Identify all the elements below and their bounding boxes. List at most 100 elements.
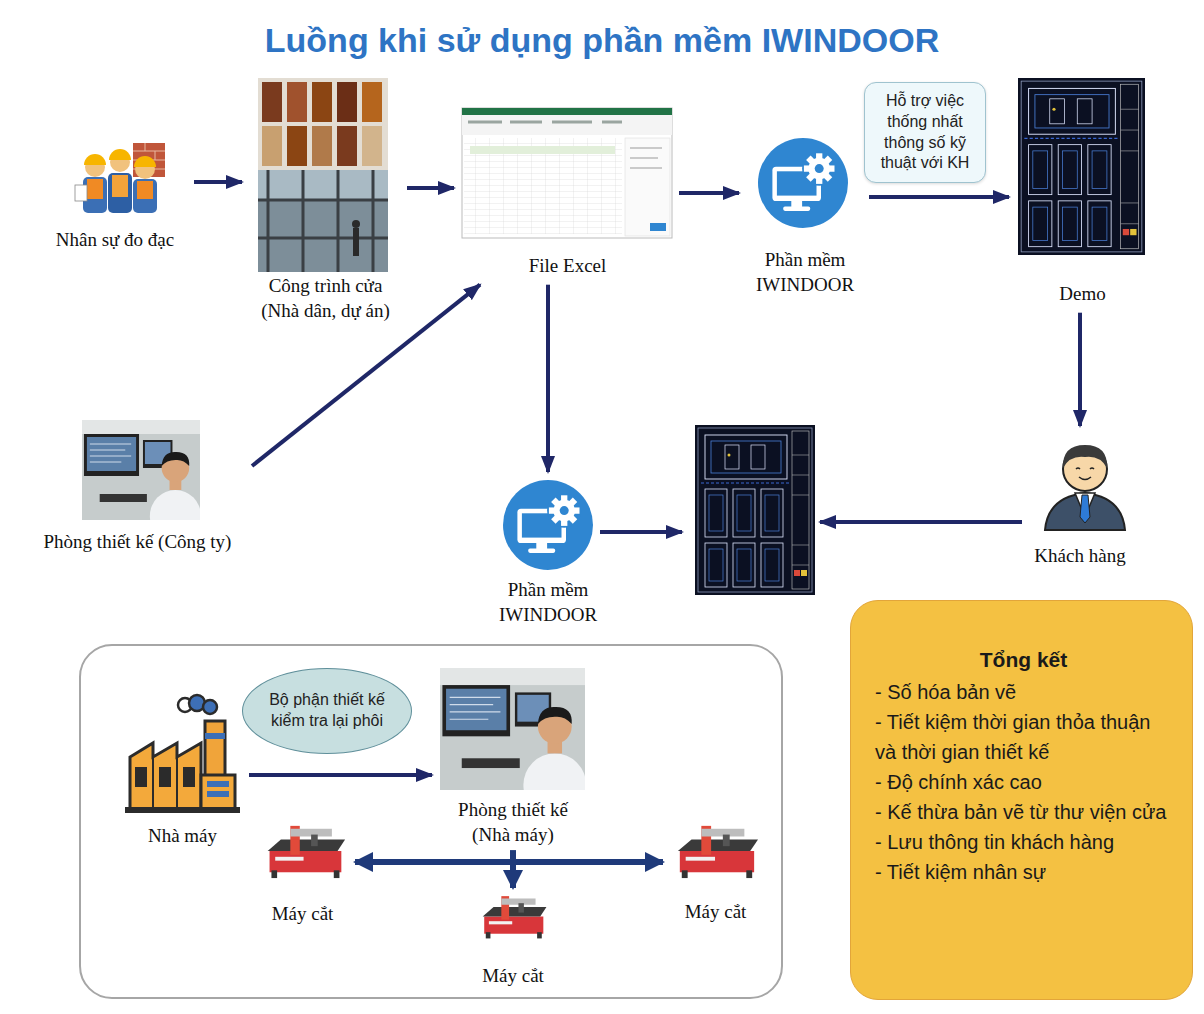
- workers-illustration: [133, 179, 157, 213]
- doors-photo: [258, 170, 388, 272]
- doors-photo: [262, 126, 282, 166]
- flow-connector: [407, 186, 454, 190]
- excel-screenshot: [650, 223, 666, 231]
- factory-icon: [207, 781, 229, 787]
- flow-arrow: [600, 530, 682, 534]
- flow-connector: [869, 195, 1009, 199]
- customer-icon: [1076, 468, 1094, 480]
- excel-screenshot: [462, 108, 672, 238]
- excel-screenshot: [462, 115, 672, 135]
- flow-connector: [249, 773, 432, 777]
- excel-screenshot: [630, 148, 662, 168]
- factory-icon: [159, 767, 171, 787]
- node-caption: Phần mềm IWINDOOR: [488, 578, 608, 627]
- doors-photo: [312, 82, 332, 122]
- customer-node: Khách hàng: [1025, 432, 1135, 569]
- node-caption: Máy cắt: [668, 900, 763, 925]
- factory-icon: [205, 733, 225, 739]
- flow-connector: [1078, 313, 1082, 426]
- cutting-machine-icon: [268, 826, 345, 878]
- flow-connector: [679, 191, 739, 195]
- excel-screenshot: [625, 138, 670, 236]
- factory-icon: [130, 743, 201, 809]
- excel-screenshot: [470, 146, 615, 154]
- doors-photo: [337, 82, 357, 122]
- doors-photo: [258, 78, 388, 170]
- doors-photo: [337, 126, 357, 166]
- workers-illustration: [109, 149, 131, 160]
- edge-label-text: Bộ phận thiết kế kiểm tra lại phôi: [263, 690, 391, 732]
- workers-illustration: [108, 173, 132, 213]
- factory-icon: [125, 695, 240, 813]
- workers-illustration: [133, 143, 165, 169]
- design-office-node: Phòng thiết kế (Công ty): [25, 418, 250, 555]
- demo-node: Demo: [1015, 76, 1150, 307]
- cutting-machine-node: Máy cắt: [468, 893, 558, 989]
- customer-icon: [1063, 445, 1107, 468]
- workers-illustration: [75, 143, 165, 213]
- diagram-title: Luồng khi sử dụng phần mềm IWINDOOR: [0, 20, 1204, 61]
- doors-photo: [258, 78, 388, 272]
- software-icon: [758, 138, 848, 228]
- doors-photo: [353, 228, 359, 256]
- node-caption: File Excel: [460, 254, 675, 279]
- cutting-machine-icon: [483, 896, 547, 938]
- factory-icon: [153, 757, 177, 809]
- doors-photo: [262, 82, 282, 122]
- node-caption: Nhân sự đo đạc: [40, 228, 190, 253]
- workers-illustration: [75, 185, 87, 201]
- flow-connector: [513, 850, 663, 862]
- node-caption: Phòng thiết kế (Nhà máy): [438, 798, 588, 847]
- node-caption: Phần mềm IWINDOOR: [745, 248, 865, 297]
- note-callout: Hỗ trợ việc thống nhất thông số kỹ thuật…: [864, 82, 986, 183]
- factory-icon: [135, 767, 147, 787]
- cutting-machine-icon: [678, 826, 758, 878]
- node-caption: Phòng thiết kế (Công ty): [25, 530, 250, 555]
- factory-panel: [80, 645, 782, 998]
- factory-icon: [205, 721, 225, 781]
- factory-icon: [203, 700, 217, 714]
- software-node: Phần mềm IWINDOOR: [745, 136, 865, 297]
- doors-photo: [362, 82, 382, 122]
- workers-illustration: [84, 154, 106, 165]
- summary-box: Tổng kết - Số hóa bản vẽ- Tiết kiệm thời …: [850, 600, 1193, 1000]
- doors-photo: [362, 126, 382, 166]
- factory-icon: [125, 807, 240, 813]
- flow-connector: [194, 180, 242, 184]
- node-caption: Máy cắt: [255, 902, 350, 927]
- node-caption: Nhà máy: [120, 824, 245, 849]
- factory-icon: [207, 791, 229, 797]
- excel-screenshot: [462, 108, 672, 115]
- summary-item: - Tiết kiệm thời gian thỏa thuận và thời…: [875, 707, 1172, 767]
- blueprint-drawing: [1018, 78, 1145, 255]
- workers-illustration: [134, 156, 156, 167]
- blueprint-drawing: [695, 425, 815, 595]
- factory-node: Nhà máy: [120, 692, 245, 849]
- doors-photo: [258, 170, 388, 272]
- designer-photo: [440, 668, 586, 817]
- summary-item: - Lưu thông tin khách hàng: [875, 827, 1172, 857]
- customer-icon: [1045, 493, 1125, 530]
- summary-item: - Độ chính xác cao: [875, 767, 1172, 797]
- excel-screenshot: [468, 121, 622, 124]
- factory-icon: [183, 767, 195, 787]
- note-ellipse: Bộ phận thiết kế kiểm tra lại phôi: [242, 668, 412, 754]
- summary-item: - Số hóa bản vẽ: [875, 677, 1172, 707]
- doors-photo: [352, 220, 360, 228]
- summary-item: - Tiết kiệm nhân sự: [875, 857, 1172, 887]
- summary-heading: Tổng kết: [875, 647, 1172, 673]
- node-caption: Máy cắt: [468, 964, 558, 989]
- workers-illustration: [137, 181, 153, 199]
- doors-photo: [258, 170, 388, 200]
- doors-photo: [312, 126, 332, 166]
- doors-photo: [287, 126, 307, 166]
- flow-arrow: [820, 520, 1022, 524]
- doors-photo: [287, 82, 307, 122]
- staff-node: Nhân sự đo đạc: [40, 130, 190, 253]
- customer-icon: [1080, 495, 1090, 523]
- flow-connector: [546, 285, 550, 472]
- software-icon: [503, 480, 593, 570]
- edge-label-text: Hỗ trợ việc thống nhất thông số kỹ thuật…: [871, 91, 979, 174]
- node-caption: Công trình cửa (Nhà dân, dự án): [248, 274, 403, 323]
- node-caption: Khách hàng: [1025, 544, 1135, 569]
